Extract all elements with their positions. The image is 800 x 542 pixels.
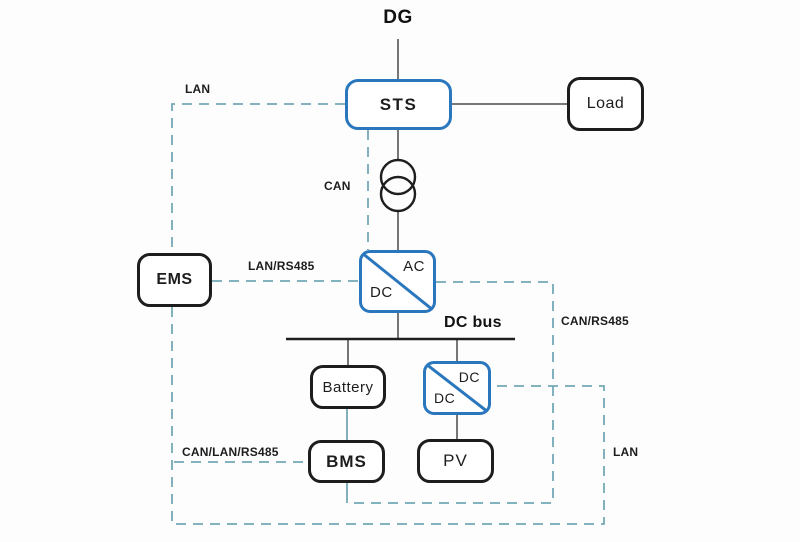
dc-dc-converter-node: DC DC: [423, 361, 491, 415]
transformer-icon: [379, 175, 417, 213]
pv-label: PV: [443, 451, 468, 470]
comm-canrs485-acdc-to-bms: [347, 281, 554, 504]
comm-lan-sts-to-ems: [171, 103, 345, 253]
link-label-lan-rs485: LAN/RS485: [248, 259, 315, 273]
converter-diagonal-icon: [362, 253, 433, 310]
bms-label: BMS: [326, 451, 367, 471]
load-label: Load: [586, 95, 625, 112]
bms-node: BMS: [308, 440, 385, 483]
pv-node: PV: [417, 439, 494, 483]
ac-dc-top-label: AC: [403, 258, 425, 275]
link-label-can-lan-rs485: CAN/LAN/RS485: [182, 445, 279, 459]
link-label-lan-top: LAN: [185, 82, 211, 96]
converter-diagonal-icon: [426, 364, 488, 412]
ems-label: EMS: [156, 271, 193, 288]
ac-dc-bottom-label: DC: [370, 284, 393, 301]
dc-dc-top-label: DC: [458, 369, 480, 385]
link-label-lan-bottom: LAN: [613, 445, 639, 459]
link-label-can: CAN: [324, 179, 351, 193]
dc-dc-bottom-label: DC: [434, 390, 456, 406]
battery-node: Battery: [310, 365, 386, 409]
dg-source-label: DG: [383, 7, 413, 28]
link-label-can-rs485: CAN/RS485: [561, 314, 629, 328]
load-node: Load: [567, 77, 644, 131]
comm-lan-ems-to-dcdc: [171, 307, 605, 525]
sts-label: STS: [379, 94, 418, 114]
dc-bus-label: DC bus: [444, 314, 502, 331]
transformer-icon: [379, 158, 417, 196]
sts-node: STS: [345, 79, 452, 130]
ems-node: EMS: [137, 253, 212, 307]
ac-dc-converter-node: AC DC: [359, 250, 436, 313]
battery-label: Battery: [322, 378, 374, 396]
